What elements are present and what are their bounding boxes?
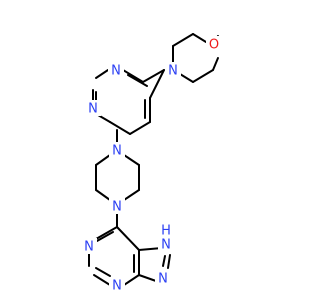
bond <box>122 69 144 83</box>
nitrogen-atom-label: N <box>84 240 94 255</box>
atom-bg <box>158 222 174 238</box>
bond <box>95 226 118 240</box>
atom-bg <box>158 236 174 252</box>
bond <box>192 33 207 43</box>
bond <box>192 69 214 83</box>
atom-bg <box>109 198 125 214</box>
bond <box>123 154 140 166</box>
bond <box>167 254 171 269</box>
bond <box>95 154 111 166</box>
bond <box>129 121 151 135</box>
hydrogen-atom-label: H <box>161 224 171 239</box>
nitrogen-atom-label: N <box>112 200 122 215</box>
nitrogen-atom-label: N <box>88 102 98 117</box>
atom-bg <box>108 62 124 78</box>
pyrimidine-ring-bonds <box>92 69 165 135</box>
bond <box>172 33 194 47</box>
bond <box>109 121 131 135</box>
purine-bonds <box>88 226 171 286</box>
atom-bg <box>85 100 101 116</box>
piperazine-ring-bonds <box>95 154 140 201</box>
atom-bg <box>109 142 125 158</box>
atom-bg <box>109 277 125 293</box>
atom-bg <box>165 62 181 78</box>
atom-bg <box>155 270 171 286</box>
bond <box>127 74 148 87</box>
bond <box>138 274 157 282</box>
nitrogen-atom-label: N <box>168 64 178 79</box>
bond <box>97 114 111 123</box>
bond <box>123 189 140 201</box>
bond <box>95 267 111 277</box>
nitrogen-atom-label: N <box>158 272 168 287</box>
bond <box>95 69 109 79</box>
bond <box>142 69 165 83</box>
atom-bg <box>206 36 222 52</box>
nitrogen-atom-label: N <box>161 238 171 253</box>
bond <box>123 274 140 286</box>
nitrogen-atom-label: N <box>111 64 121 79</box>
bond <box>116 226 140 251</box>
bond <box>93 274 111 286</box>
morpholine-ring-bonds <box>172 33 219 83</box>
bond <box>212 57 219 71</box>
bond <box>149 69 165 99</box>
atom-bg <box>81 238 97 254</box>
bond <box>96 231 114 242</box>
bond <box>162 255 166 267</box>
nitrogen-atom-label: N <box>112 279 122 294</box>
oxygen-atom-label: O <box>209 38 219 53</box>
bond <box>95 189 111 201</box>
atom-labels: O N N N N N N N N N H <box>81 36 222 294</box>
molecule-structure-diagram: O N N N N N N N N N H <box>81 33 222 294</box>
nitrogen-atom-label: N <box>112 144 122 159</box>
bond <box>179 73 194 83</box>
